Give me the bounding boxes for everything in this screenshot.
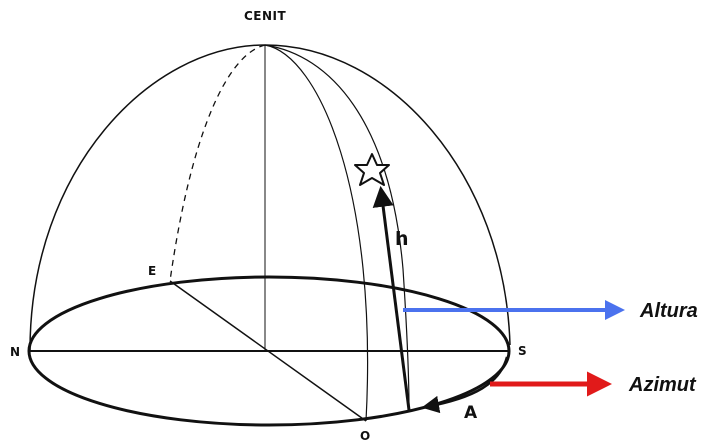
celestial-dome-outline (29, 44, 511, 351)
south-label: S (518, 344, 527, 358)
east-meridian-dashed (169, 44, 266, 282)
star-vertical-circle (264, 44, 410, 411)
azimuth-legend-label: Azimut (628, 374, 697, 396)
zenith-label: CENIT (244, 9, 287, 23)
star-icon (354, 153, 390, 186)
east-west-line (169, 280, 367, 422)
altitude-arrow (372, 185, 411, 411)
east-label: E (148, 264, 157, 278)
altitude-legend-label: Altura (639, 300, 698, 322)
azimuth-arc-arrow (421, 356, 509, 414)
azimuth-symbol-label: A (464, 403, 478, 423)
north-label: N (10, 345, 21, 359)
west-label: O (360, 429, 371, 441)
west-meridian-arc (264, 44, 369, 422)
altitude-symbol-label: h (395, 228, 409, 250)
